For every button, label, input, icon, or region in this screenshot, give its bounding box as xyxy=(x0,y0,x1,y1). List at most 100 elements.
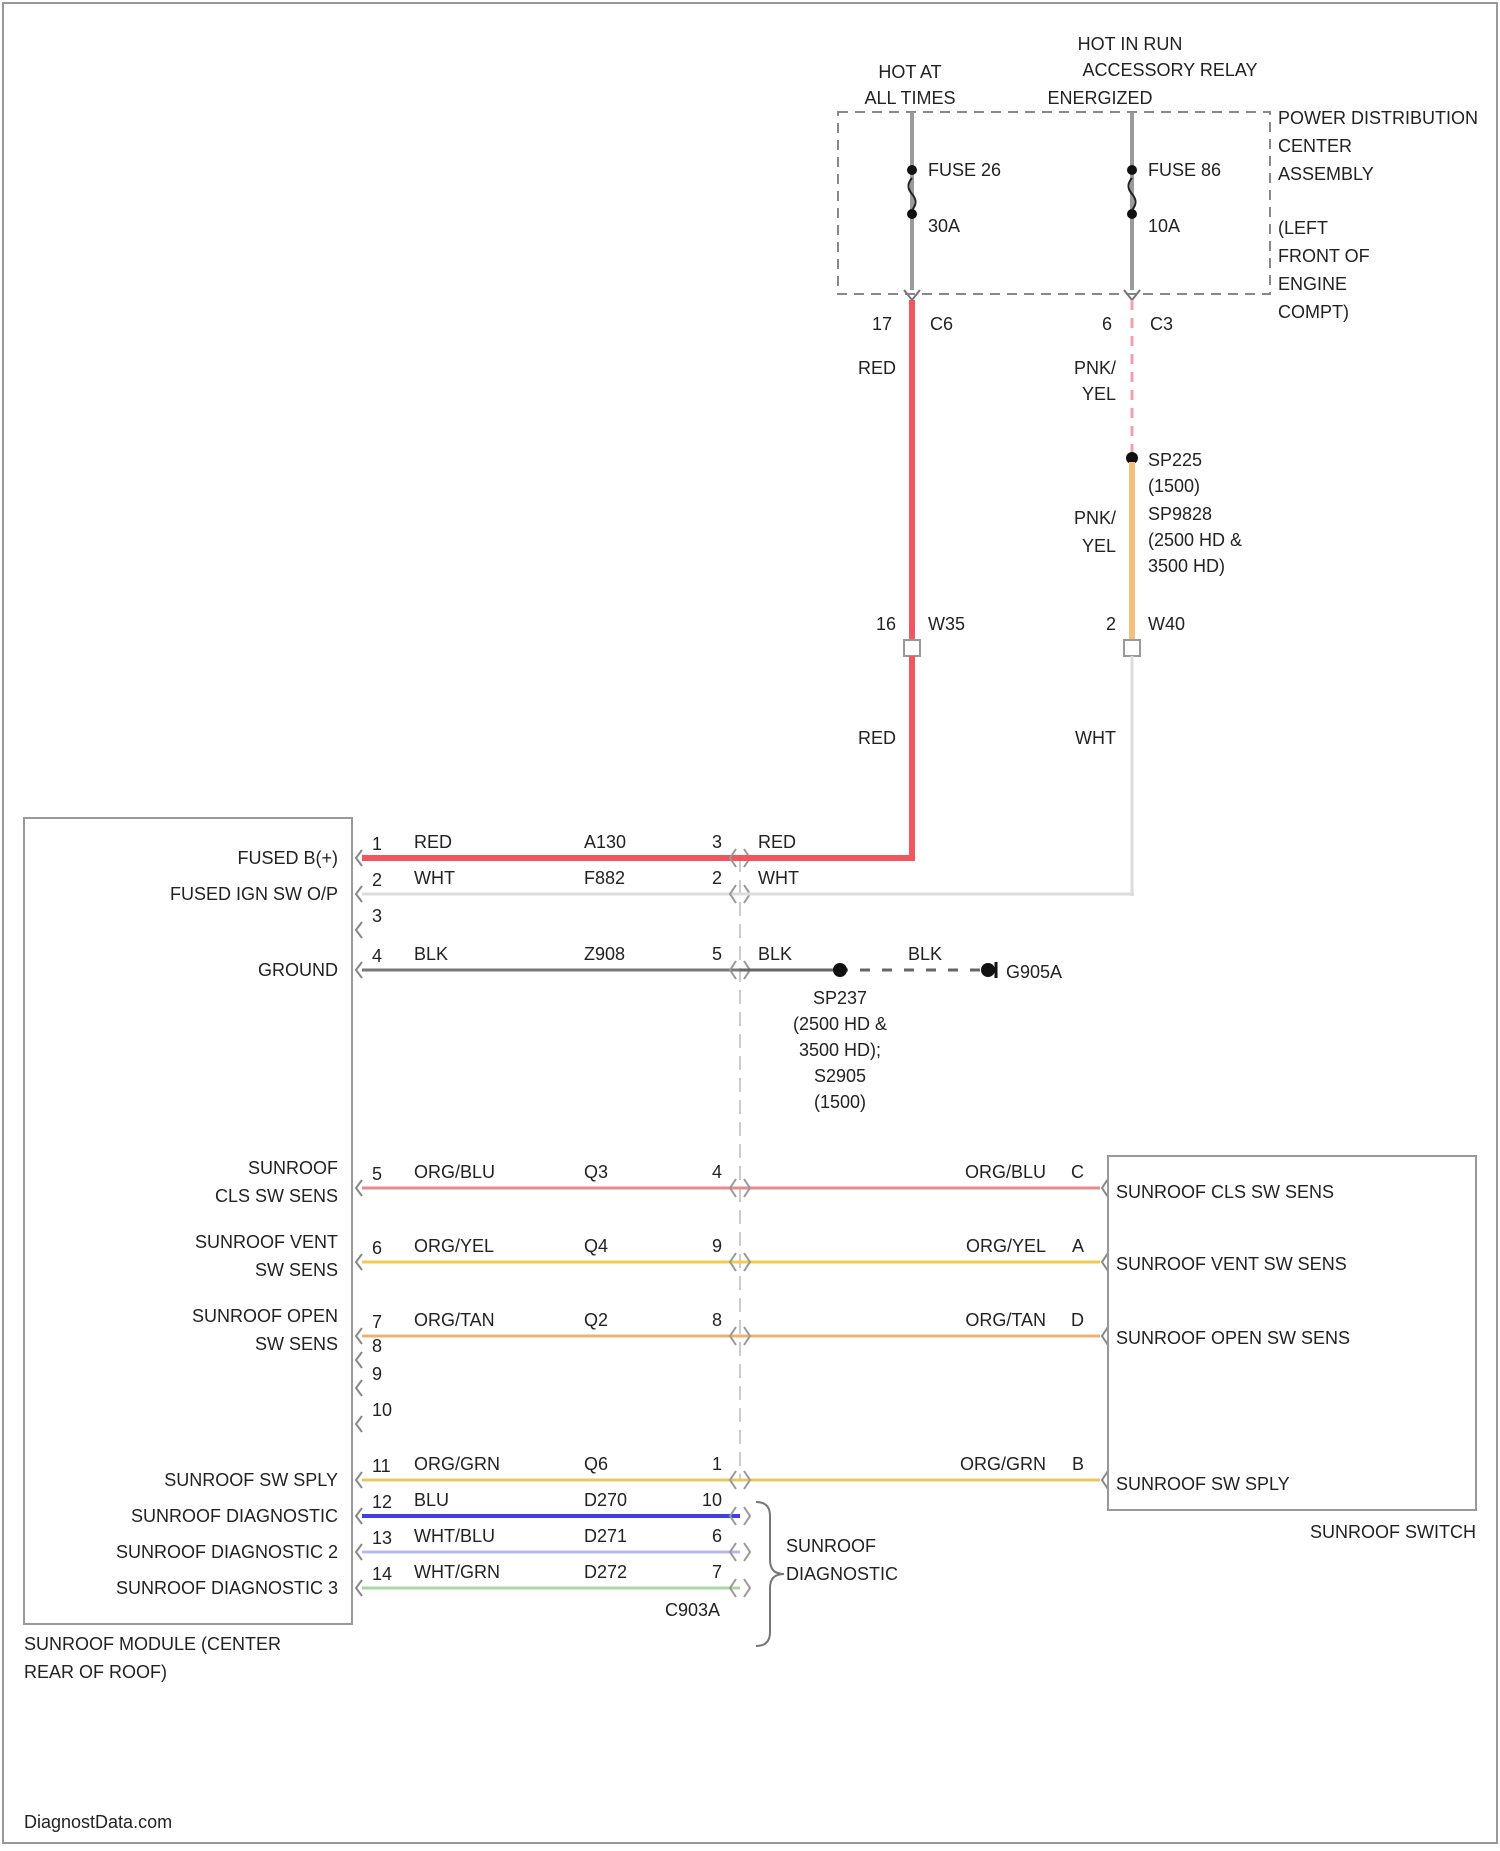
pnk-yel-mid-label-2: YEL xyxy=(1082,536,1116,556)
wire-right-color-6: ORG/YEL xyxy=(966,1236,1046,1256)
conn-pin-4: 5 xyxy=(712,944,722,964)
pin-number-7: 7 xyxy=(372,1312,382,1332)
module-title-1: SUNROOF MODULE (CENTER xyxy=(24,1634,281,1654)
pin-terminal-10 xyxy=(356,1416,362,1432)
wire-color-2: WHT xyxy=(414,868,455,888)
wire-right-color-7: ORG/TAN xyxy=(965,1310,1046,1330)
pin-terminal-1 xyxy=(356,850,362,866)
pdc-label-6: ENGINE xyxy=(1278,274,1347,294)
switch-pin-sply: SUNROOF SW SPLY xyxy=(1116,1474,1290,1494)
switch-pin-letter-5: C xyxy=(1071,1162,1084,1182)
pdc-label-2: CENTER xyxy=(1278,136,1352,156)
outer-frame xyxy=(3,3,1497,1843)
switch-pin-letter-6: A xyxy=(1072,1236,1084,1256)
pin-label-2: FUSED IGN SW O/P xyxy=(170,884,338,904)
pin-terminal-4 xyxy=(356,962,362,978)
fuse-left-rating: 30A xyxy=(928,216,960,236)
pin-label-4: GROUND xyxy=(258,960,338,980)
sunroof-switch: SUNROOF SWITCH SUNROOF CLS SW SENS SUNRO… xyxy=(1108,1156,1476,1542)
wire-right-color-5: ORG/BLU xyxy=(965,1162,1046,1182)
ground-point-dot xyxy=(981,963,995,977)
pin-number-1: 1 xyxy=(372,834,382,854)
fuse-left-dot-top xyxy=(907,165,917,175)
pin-label-1: FUSED B(+) xyxy=(237,848,338,868)
pin-label-7-line2: SW SENS xyxy=(255,1334,338,1354)
conn-pin-1: 3 xyxy=(712,832,722,852)
pin-number-14: 14 xyxy=(372,1564,392,1584)
fuse-left-name: FUSE 26 xyxy=(928,160,1001,180)
pin-number-12: 12 xyxy=(372,1492,392,1512)
pin-number-13: 13 xyxy=(372,1528,392,1548)
pin-number-5: 5 xyxy=(372,1164,382,1184)
wire-circuit-13: D271 xyxy=(584,1526,627,1546)
pdc-label-5: FRONT OF xyxy=(1278,246,1370,266)
w35-connector-icon xyxy=(904,640,920,656)
pdc-label-4: (LEFT xyxy=(1278,218,1328,238)
conn-pin-12: 10 xyxy=(702,1490,722,1510)
w35-name: W35 xyxy=(928,614,965,634)
wire-color-11: ORG/GRN xyxy=(414,1454,500,1474)
ground-splice-4: S2905 xyxy=(814,1066,866,1086)
pnk-yel-label-1: PNK/ xyxy=(1074,358,1116,378)
c6-name: C6 xyxy=(930,314,953,334)
conn-pin-5: 4 xyxy=(712,1162,722,1182)
c6-pin: 17 xyxy=(872,314,892,334)
conn-pin-13: 6 xyxy=(712,1526,722,1546)
wire-circuit-7: Q2 xyxy=(584,1310,608,1330)
ground-name: G905A xyxy=(1006,962,1062,982)
pin-number-4: 4 xyxy=(372,946,382,966)
ground-splice-1: SP237 xyxy=(813,988,867,1008)
red-wire-label-bottom: RED xyxy=(858,728,896,748)
switch-pin-open: SUNROOF OPEN SW SENS xyxy=(1116,1328,1350,1348)
wire-right-color-11: ORG/GRN xyxy=(960,1454,1046,1474)
pin-number-10: 10 xyxy=(372,1400,392,1420)
switch-title: SUNROOF SWITCH xyxy=(1310,1522,1476,1542)
wire-circuit-6: Q4 xyxy=(584,1236,608,1256)
diagnostic-label-2: DIAGNOSTIC xyxy=(786,1564,898,1584)
fuse-right-dot-top xyxy=(1127,165,1137,175)
wire-circuit-14: D272 xyxy=(584,1562,627,1582)
pin-number-8: 8 xyxy=(372,1336,382,1356)
pin-label-5-line2: CLS SW SENS xyxy=(215,1186,338,1206)
upper-wires: RED PNK/ YEL SP225 (1500) SP9828 (2500 H… xyxy=(858,300,1242,896)
module-box xyxy=(24,818,352,1624)
ground-splice-2: (2500 HD & xyxy=(793,1014,887,1034)
pin-number-3: 3 xyxy=(372,906,382,926)
diagnostic-group: SUNROOF DIAGNOSTIC xyxy=(756,1502,898,1646)
c3-name: C3 xyxy=(1150,314,1173,334)
pin-number-6: 6 xyxy=(372,1238,382,1258)
hot-at-all-times-1: HOT AT xyxy=(878,62,941,82)
conn-pin-14: 7 xyxy=(712,1562,722,1582)
pin-terminal-7 xyxy=(356,1328,362,1344)
fuse-right-rating: 10A xyxy=(1148,216,1180,236)
hot-in-run-3: ENERGIZED xyxy=(1047,88,1152,108)
pnk-yel-label-2: YEL xyxy=(1082,384,1116,404)
watermark: DiagnostData.com xyxy=(24,1812,172,1832)
wire-right-color-4: BLK xyxy=(758,944,792,964)
wire-circuit-11: Q6 xyxy=(584,1454,608,1474)
pin-terminal-6 xyxy=(356,1254,362,1270)
pin-number-9: 9 xyxy=(372,1364,382,1384)
wire-circuit-4: Z908 xyxy=(584,944,625,964)
pin-terminal-9 xyxy=(356,1380,362,1396)
ground-splice-dot xyxy=(833,963,847,977)
conn-pin-6: 9 xyxy=(712,1236,722,1256)
wire-color-1: RED xyxy=(414,832,452,852)
splice-label-1: SP225 xyxy=(1148,450,1202,470)
pdc-box xyxy=(838,112,1270,294)
wire-right-color-1: RED xyxy=(758,832,796,852)
power-distribution-center: HOT AT ALL TIMES HOT IN RUN ACCESSORY RE… xyxy=(838,34,1478,334)
w40-pin: 2 xyxy=(1106,614,1116,634)
splice-label-2: (1500) xyxy=(1148,476,1200,496)
ground-splice-5: (1500) xyxy=(814,1092,866,1112)
conn-pin-7: 8 xyxy=(712,1310,722,1330)
switch-pin-letter-11: B xyxy=(1072,1454,1084,1474)
w40-connector-icon xyxy=(1124,640,1140,656)
pin-terminal-12 xyxy=(356,1508,362,1524)
ground-wire-color: BLK xyxy=(908,944,942,964)
hot-at-all-times-2: ALL TIMES xyxy=(864,88,955,108)
pdc-label-7: COMPT) xyxy=(1278,302,1349,322)
splice-label-5: 3500 HD) xyxy=(1148,556,1225,576)
pin-label-14: SUNROOF DIAGNOSTIC 3 xyxy=(116,1578,338,1598)
